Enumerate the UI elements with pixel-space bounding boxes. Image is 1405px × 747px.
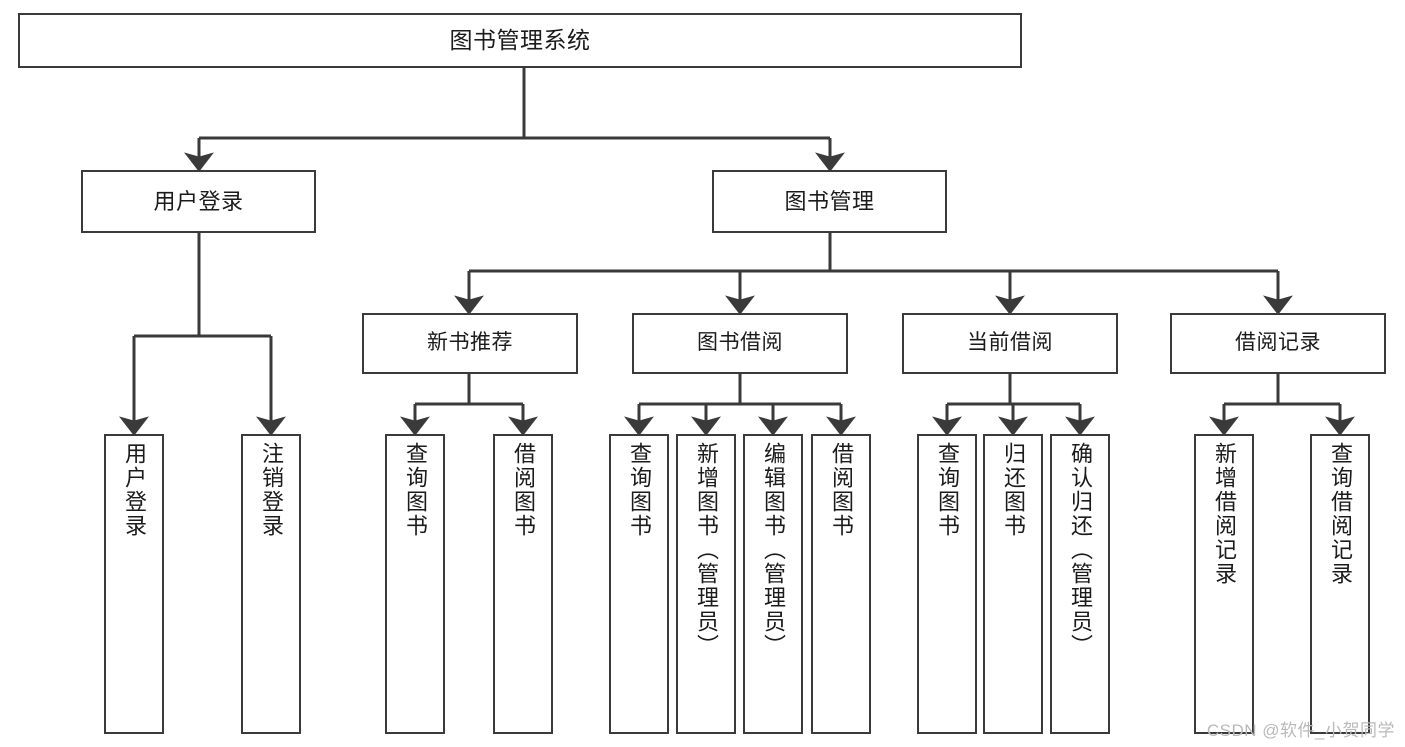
edge-borrow-record-to-leaves xyxy=(1209,374,1355,436)
leaf-book-borrow-query-label: 查询图书 xyxy=(627,442,652,538)
leaf-book-borrow-borrow[interactable]: 借阅图书 xyxy=(811,434,871,734)
leaf-book-borrow-query[interactable]: 查询图书 xyxy=(609,434,669,734)
node-book-manage[interactable]: 图书管理 xyxy=(712,170,947,233)
edge-root-to-level2 xyxy=(184,68,845,172)
leaf-new-book-query-label: 查询图书 xyxy=(403,442,428,538)
node-borrow-record-label: 借阅记录 xyxy=(1235,331,1321,355)
leaf-new-book-query[interactable]: 查询图书 xyxy=(385,434,445,734)
leaf-current-borrow-confirm[interactable]: 确认归还（管理员） xyxy=(1050,434,1110,734)
node-current-borrow[interactable]: 当前借阅 xyxy=(902,313,1118,374)
leaf-current-borrow-query-label: 查询图书 xyxy=(935,442,960,538)
leaf-new-book-borrow[interactable]: 借阅图书 xyxy=(493,434,553,734)
leaf-user-login-logout-label: 注销登录 xyxy=(259,442,284,538)
leaf-current-borrow-return[interactable]: 归还图书 xyxy=(983,434,1043,734)
leaf-user-login-login-label: 用户登录 xyxy=(122,442,147,538)
node-new-book-recommend-label: 新书推荐 xyxy=(427,331,513,355)
leaf-current-borrow-query[interactable]: 查询图书 xyxy=(917,434,977,734)
leaf-book-borrow-add[interactable]: 新增图书（管理员） xyxy=(676,434,736,734)
node-new-book-recommend[interactable]: 新书推荐 xyxy=(362,313,578,374)
leaf-book-borrow-edit-label: 编辑图书（管理员） xyxy=(761,442,786,658)
node-current-borrow-label: 当前借阅 xyxy=(967,331,1053,355)
leaf-user-login-login[interactable]: 用户登录 xyxy=(104,434,164,734)
leaf-book-borrow-edit[interactable]: 编辑图书（管理员） xyxy=(743,434,803,734)
edge-new-book-to-leaves xyxy=(400,374,538,436)
leaf-book-borrow-borrow-label: 借阅图书 xyxy=(829,442,854,538)
node-user-login-label: 用户登录 xyxy=(153,188,244,214)
edge-book-manage-to-level3 xyxy=(454,233,1293,315)
leaf-book-borrow-add-label: 新增图书（管理员） xyxy=(694,442,719,658)
leaf-current-borrow-return-label: 归还图书 xyxy=(1001,442,1026,538)
leaf-borrow-record-query-label: 查询借阅记录 xyxy=(1328,442,1353,586)
leaf-borrow-record-query[interactable]: 查询借阅记录 xyxy=(1310,434,1370,734)
edge-current-borrow-to-leaves xyxy=(932,374,1095,436)
leaf-current-borrow-confirm-label: 确认归还（管理员） xyxy=(1068,442,1093,658)
node-book-borrow[interactable]: 图书借阅 xyxy=(632,313,848,374)
leaf-user-login-logout[interactable]: 注销登录 xyxy=(241,434,301,734)
leaf-borrow-record-add-label: 新增借阅记录 xyxy=(1212,442,1237,586)
edge-user-login-to-leaves xyxy=(119,233,286,436)
leaf-new-book-borrow-label: 借阅图书 xyxy=(511,442,536,538)
node-book-borrow-label: 图书借阅 xyxy=(697,331,783,355)
node-borrow-record[interactable]: 借阅记录 xyxy=(1170,313,1386,374)
watermark: CSDN @软件_小贺同学 xyxy=(1206,721,1395,740)
edge-book-borrow-to-leaves xyxy=(624,374,856,436)
leaf-borrow-record-add[interactable]: 新增借阅记录 xyxy=(1194,434,1254,734)
node-user-login[interactable]: 用户登录 xyxy=(81,170,316,233)
node-root-system[interactable]: 图书管理系统 xyxy=(18,13,1022,68)
node-book-manage-label: 图书管理 xyxy=(784,188,875,214)
node-root-label: 图书管理系统 xyxy=(449,26,591,53)
